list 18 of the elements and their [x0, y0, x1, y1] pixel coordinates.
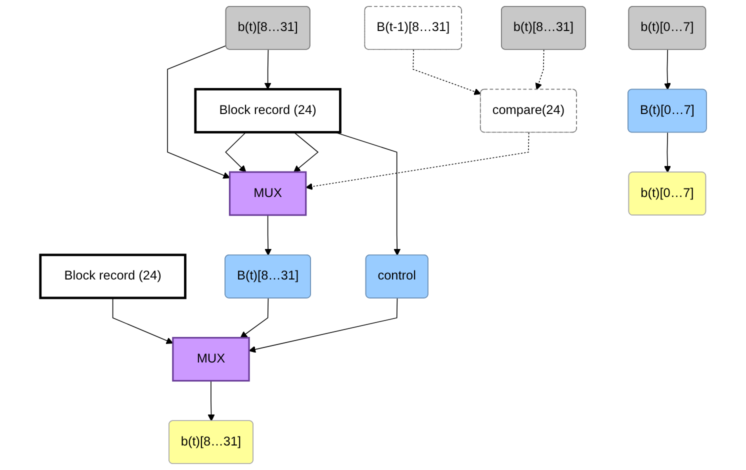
node-box: Block record (24) [38, 254, 186, 300]
arrow [112, 298, 173, 344]
arrow [664, 49, 671, 90]
node-box: MUX [172, 336, 250, 382]
arrow [240, 298, 268, 338]
arrow [166, 45, 230, 179]
arrow [207, 380, 214, 422]
arrow [248, 298, 398, 353]
node-box: Block record (24) [194, 88, 342, 134]
arrow [534, 49, 544, 90]
arrow [664, 132, 671, 173]
arrow [264, 49, 271, 90]
arrow [224, 132, 246, 172]
arrow [264, 214, 272, 256]
node-box: MUX [228, 171, 306, 216]
arrow [412, 49, 481, 95]
arrow [293, 132, 318, 172]
arrow [305, 132, 529, 190]
